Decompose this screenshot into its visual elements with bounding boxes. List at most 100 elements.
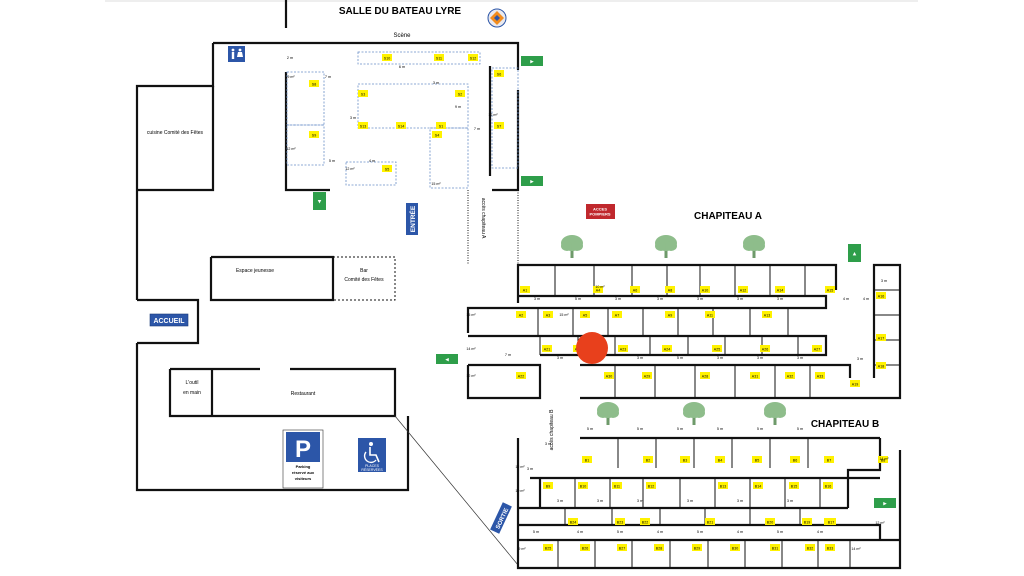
svg-text:A31: A31 [752, 374, 758, 378]
area-label: 12 m² [286, 147, 296, 151]
stall-badge: B28 [654, 544, 664, 551]
main-building [135, 0, 520, 566]
dimension-label: 3 m [545, 442, 551, 446]
restroom-icon [228, 46, 245, 62]
dimension-label: 4 m [737, 530, 743, 534]
parking-text-2: réservé aux [292, 470, 315, 475]
dimension-label: 3 m [637, 499, 643, 503]
svg-text:A33: A33 [817, 374, 823, 378]
stall-badge: S6 [494, 70, 504, 77]
stall-badge: A10 [700, 286, 710, 293]
dimension-label: 3 m [557, 356, 563, 360]
stall-badge: A16 [876, 292, 886, 299]
area-label: 14 m² [851, 547, 861, 551]
dimension-label: 5 m [575, 297, 581, 301]
tent-a-stall-dividers [537, 265, 900, 398]
dimension-label: 5 m [677, 427, 683, 431]
svg-text:▴: ▴ [853, 250, 857, 258]
stall-badge: A30 [604, 372, 614, 379]
stall-badge: A18 [876, 362, 886, 369]
svg-text:A32: A32 [787, 374, 793, 378]
svg-text:A10: A10 [702, 288, 708, 292]
svg-text:A22: A22 [518, 374, 524, 378]
svg-text:B16: B16 [825, 484, 831, 488]
svg-text:▸: ▸ [883, 500, 887, 508]
svg-text:A9: A9 [668, 313, 672, 317]
svg-text:S14: S14 [398, 124, 404, 128]
svg-text:B25: B25 [545, 546, 551, 550]
tent-a-structure [466, 263, 902, 400]
parking-sign: P Parking réservé aux visiteurs [282, 429, 324, 489]
stall-badge: B4 [715, 456, 725, 463]
svg-text:B26: B26 [582, 546, 588, 550]
svg-text:A23: A23 [620, 347, 626, 351]
dimension-label: 4 m [863, 297, 869, 301]
stall-badge: B24 [568, 518, 578, 525]
stall-badge: B10 [578, 482, 588, 489]
tent-b-title: CHAPITEAU B [811, 419, 879, 430]
stall-badge: A32 [785, 372, 795, 379]
stall-badge: B6 [790, 456, 800, 463]
stall-badge: A26 [760, 345, 770, 352]
dimension-label: 3 m [777, 297, 783, 301]
svg-text:A12: A12 [740, 288, 746, 292]
svg-text:B11: B11 [614, 484, 620, 488]
dimension-label: 5 m [329, 159, 335, 163]
tree-icon [561, 235, 583, 258]
stall-badge: B8 [878, 456, 888, 463]
dimension-label: 3 m [857, 357, 863, 361]
svg-text:S11: S11 [436, 56, 442, 60]
emergency-exit-icon: ▸ [874, 498, 896, 508]
emergency-exit-icon: ▾ [313, 192, 326, 210]
stall-badge: B19 [802, 518, 812, 525]
svg-text:A16: A16 [878, 294, 884, 298]
svg-text:▸: ▸ [530, 178, 534, 186]
emergency-exit-icon: ▸ [521, 176, 543, 186]
area-label: 9 m² [287, 75, 295, 79]
stall-badge: A5 [580, 311, 590, 318]
stall-badge: B29 [692, 544, 702, 551]
disabled-text-2: RÉSERVÉES [361, 467, 383, 472]
svg-text:S8: S8 [312, 82, 316, 86]
stall-badge: A29 [642, 372, 652, 379]
stall-badge: B13 [718, 482, 728, 489]
dimension-label: 2 m [287, 56, 293, 60]
area-label: 12 m² [345, 167, 355, 171]
svg-text:A26: A26 [762, 347, 768, 351]
dimension-label: 4 m [657, 530, 663, 534]
welcome-label: ACCUEIL [153, 318, 185, 325]
dimension-label: 7 m [474, 127, 480, 131]
svg-text:S3: S3 [361, 92, 365, 96]
dimension-label: 3 m [797, 356, 803, 360]
stall-badge: B30 [730, 544, 740, 551]
kitchen-label: cuisine Comité des Fêtes [147, 130, 204, 136]
svg-text:A14: A14 [777, 288, 783, 292]
dimension-label: 3 m [687, 499, 693, 503]
stall-badge: A22 [516, 372, 526, 379]
stall-badge: A27 [812, 345, 822, 352]
svg-text:B15: B15 [791, 484, 797, 488]
stall-badge: B23 [615, 518, 625, 525]
dimension-label: 3 m [433, 81, 439, 85]
stall-badge: A25 [712, 345, 722, 352]
dimension-label: 5 m [677, 356, 683, 360]
svg-text:A24: A24 [664, 347, 670, 351]
svg-text:A25: A25 [714, 347, 720, 351]
svg-text:B33: B33 [827, 546, 833, 550]
svg-text:B7: B7 [827, 458, 831, 462]
svg-text:A29: A29 [644, 374, 650, 378]
fire-access-line1: ACCES [593, 207, 607, 212]
svg-text:A30: A30 [606, 374, 612, 378]
dimension-label: 4 m [843, 297, 849, 301]
stall-badge: A6 [630, 286, 640, 293]
svg-text:S5: S5 [385, 167, 389, 171]
dimension-label: 3 m [737, 297, 743, 301]
svg-text:A8: A8 [668, 288, 672, 292]
svg-text:B10: B10 [580, 484, 586, 488]
svg-text:A19: A19 [852, 382, 858, 386]
trees [561, 235, 786, 425]
svg-text:B23: B23 [617, 520, 623, 524]
dimension-label: 5 m [797, 427, 803, 431]
tree-icon [743, 235, 765, 258]
